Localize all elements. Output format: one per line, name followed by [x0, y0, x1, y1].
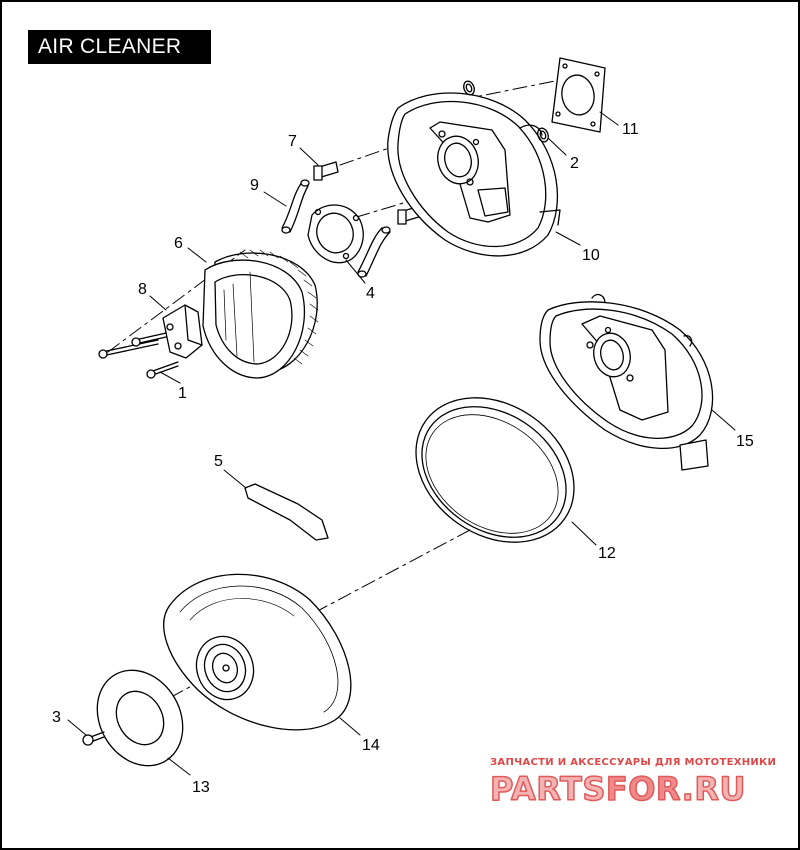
callout-11: 11: [622, 121, 639, 138]
o-ring-2b: [537, 127, 549, 143]
callout-9: 9: [250, 177, 259, 194]
callout-6: 6: [174, 235, 183, 252]
hollow-bolt-7: [313, 161, 339, 181]
callout-14: 14: [362, 737, 380, 754]
o-ring-2: [463, 80, 475, 96]
callout-4: 4: [366, 285, 375, 302]
callout-12: 12: [598, 545, 616, 562]
callout-13: 13: [192, 779, 210, 796]
watermark-logo-mid: FOR: [606, 770, 682, 808]
watermark-tagline: ЗАПЧАСТИ И АКСЕССУАРЫ ДЛЯ МОТОТЕХНИКИ: [490, 757, 776, 768]
screw-1a: [98, 339, 159, 359]
callout-2: 2: [570, 155, 579, 172]
cover-14: [163, 573, 352, 731]
callout-7: 7: [288, 133, 297, 150]
callout-10: 10: [582, 247, 600, 264]
callout-1: 1: [178, 385, 187, 402]
breather-hose-9b: [357, 226, 391, 278]
callout-labels: 1 2 3 4 5 6 7 8 9 10 11 12 13 14 15: [52, 121, 754, 796]
breather-bracket-8: [162, 304, 203, 359]
callout-3: 3: [52, 709, 61, 726]
trim-ring-13: [96, 669, 184, 767]
screw-1c: [146, 361, 179, 379]
backplate-assembly-15: [539, 293, 714, 471]
seal-ring-12: [415, 397, 575, 543]
diagram-title: AIR CLEANER: [28, 30, 211, 64]
insert-strip-5: [244, 483, 329, 541]
gasket-plate-11: [551, 57, 606, 133]
leader-lines: [67, 111, 736, 776]
backplate-10: [387, 92, 561, 257]
watermark: ЗАПЧАСТИ И АКСЕССУАРЫ ДЛЯ МОТОТЕХНИКИ PA…: [489, 757, 776, 809]
watermark-logo: PARTSFOR.RU: [490, 770, 746, 808]
breather-hose-9: [281, 179, 310, 234]
watermark-logo-main: PARTS: [490, 770, 606, 808]
callout-8: 8: [138, 281, 147, 298]
bracket-screws: [98, 330, 179, 379]
screw-3: [82, 731, 105, 746]
callout-5: 5: [214, 453, 223, 470]
filter-element-6: [202, 249, 319, 379]
callout-15: 15: [736, 433, 754, 450]
gasket-4: [307, 204, 364, 264]
watermark-logo-tld: .RU: [682, 770, 746, 808]
